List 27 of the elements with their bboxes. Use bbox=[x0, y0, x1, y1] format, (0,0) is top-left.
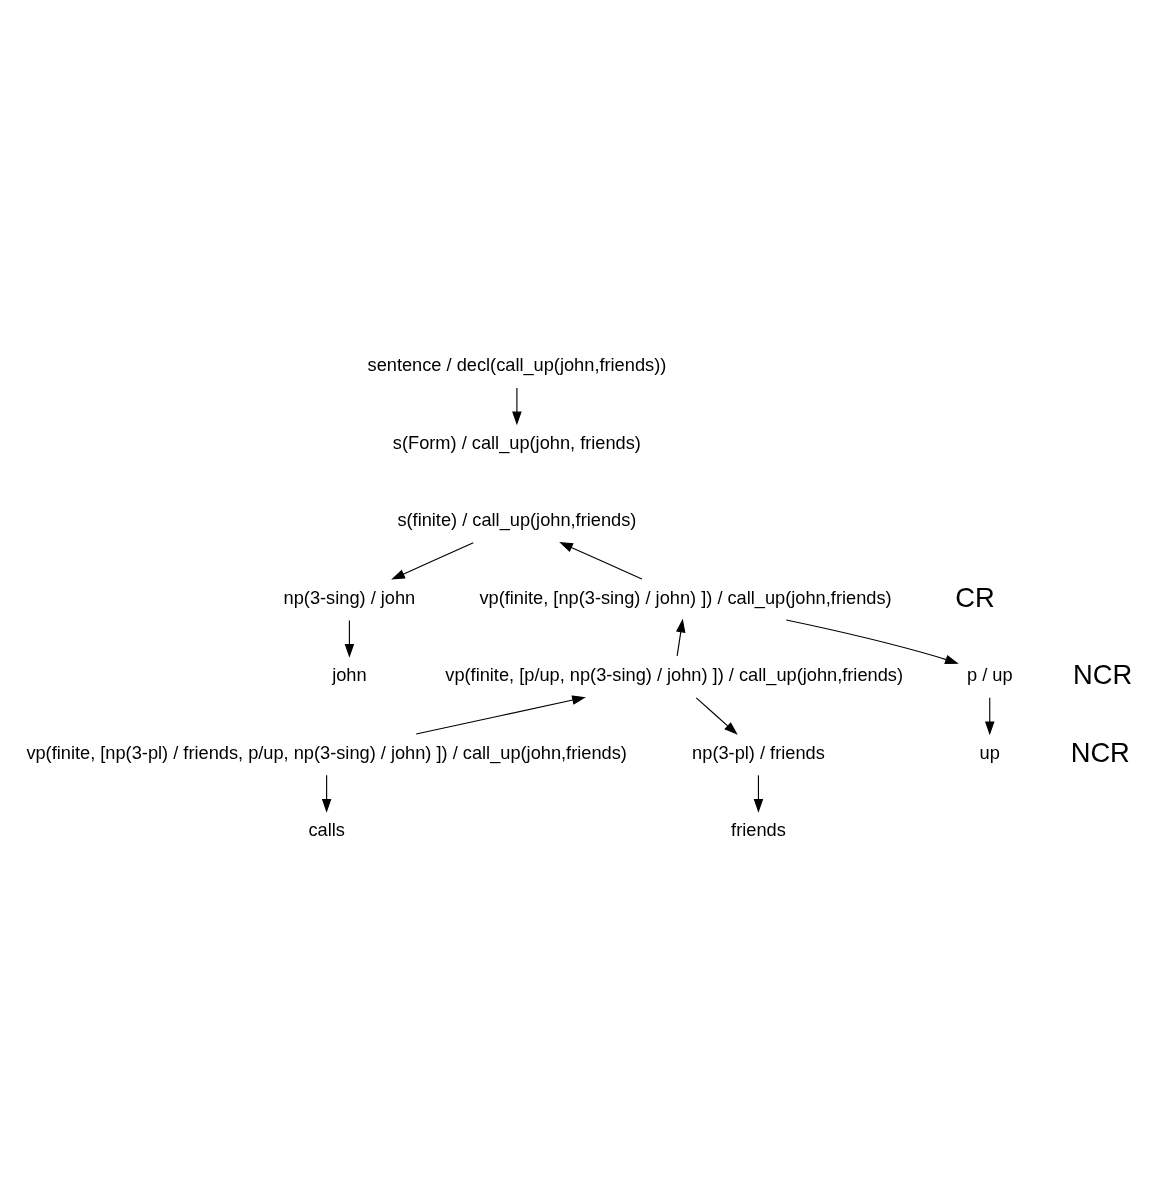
arrow bbox=[785, 619, 959, 664]
arrow bbox=[391, 542, 474, 580]
arrow bbox=[676, 618, 686, 657]
label: NCR bbox=[1072, 659, 1133, 691]
arrow bbox=[512, 387, 522, 426]
label: NCR bbox=[1070, 736, 1130, 768]
arrow bbox=[559, 542, 643, 580]
node-text: p / up bbox=[966, 664, 1013, 686]
node-text: calls bbox=[308, 819, 345, 841]
node-text: friends bbox=[731, 819, 786, 841]
node-text: john bbox=[332, 664, 367, 686]
node-text: vp(finite, [np(3-pl) / friends, p/up, np(3-sing) / john) ]) / call_up(john,friends) bbox=[26, 741, 627, 763]
arrow bbox=[695, 697, 738, 735]
node-text: s(Form) / call_up(john, friends) bbox=[392, 431, 641, 453]
arrow bbox=[321, 774, 332, 813]
node-text: np(3-sing) / john bbox=[283, 586, 416, 608]
node-text: np(3-pl) / friends bbox=[692, 741, 825, 763]
arrow bbox=[984, 697, 995, 736]
node-text: vp(finite, [np(3-sing) / john) ]) / call_up(john,friends) bbox=[479, 586, 892, 608]
node-text: sentence / decl(call_up(john,friends)) bbox=[367, 354, 667, 376]
node-text: s(finite) / call_up(john,friends) bbox=[397, 509, 637, 531]
node-text: vp(finite, [p/up, np(3-sing) / john) ]) / call_up(john,friends) bbox=[445, 664, 903, 686]
arrow bbox=[344, 619, 355, 658]
node-text: up bbox=[979, 741, 1000, 763]
arrow bbox=[415, 695, 586, 735]
label: CR bbox=[955, 581, 995, 613]
arrow bbox=[753, 774, 764, 813]
